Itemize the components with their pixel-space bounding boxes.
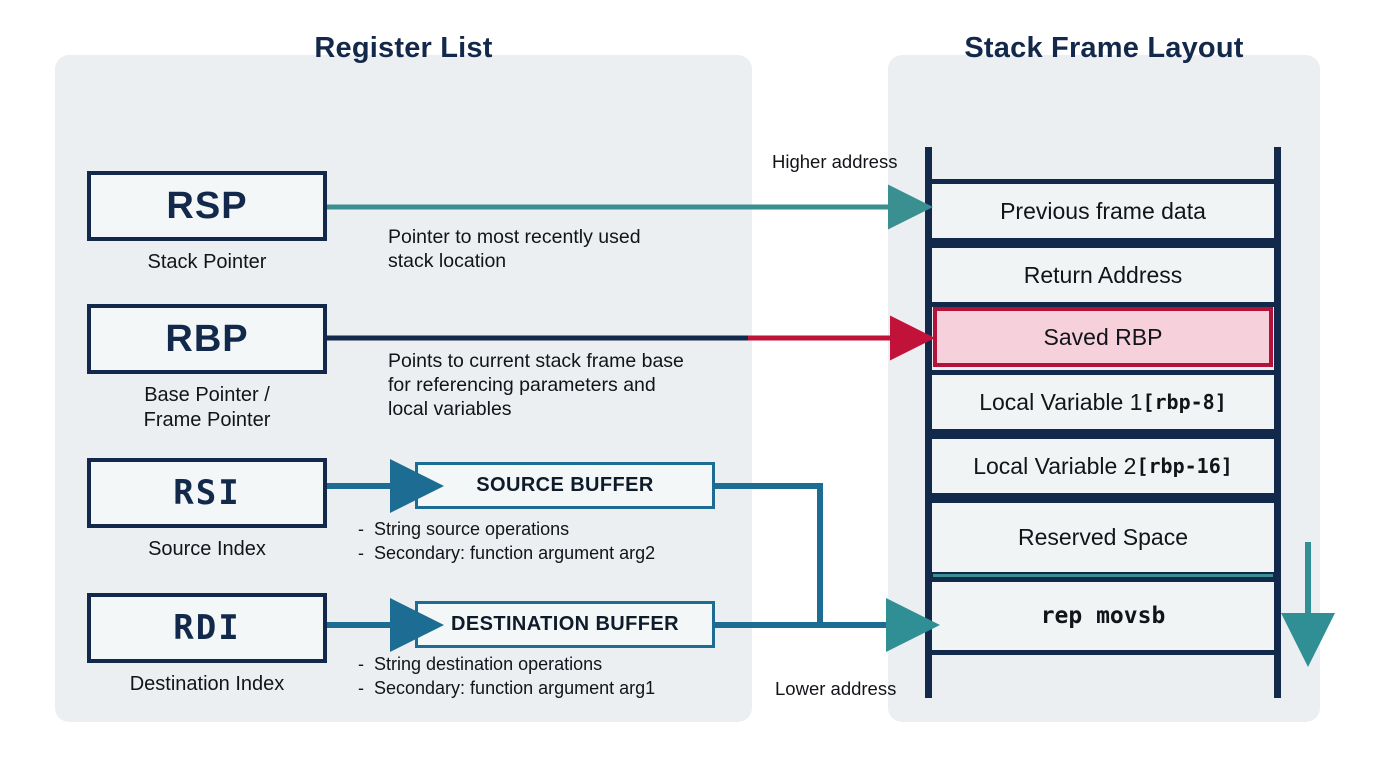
stack-slot-bottom-gap [932,655,1274,698]
source-bullet-1: - String source operations [358,519,570,539]
stack-slot-local-variable-1[interactable]: Local Variable 1 [rbp-8] [932,370,1274,434]
source-buffer-box[interactable]: SOURCE BUFFER [415,462,715,509]
stack-slot-offset: [rbp-16] [1136,454,1233,478]
stack-slot-label: Reserved Space [1017,524,1189,550]
stack-slot-offset: [rbp-8] [1142,390,1227,414]
destination-bullet-1: - String destination operations [358,654,603,674]
destination-buffer-box[interactable]: DESTINATION BUFFER [415,601,715,648]
stack-slot-label: Previous frame data [1000,197,1206,224]
stack-slot-saved-rbp[interactable]: Saved RBP [933,307,1273,367]
register-box-rdi[interactable]: RDI [87,593,327,663]
source-bullet-2: - Secondary: function argument arg2 [358,543,656,564]
register-box-rsi[interactable]: RSI [87,458,327,528]
stack-slot-return-address[interactable]: Return Address [932,243,1274,307]
stack-frame-title: Stack Frame Layout [964,32,1244,64]
stack-slot-label: Return Address [1023,261,1183,288]
register-name-rdi: RDI [173,608,241,648]
register-description-rsp: Pointer to most recently used stack loca… [388,226,641,272]
stack-slot-reserved-space[interactable]: Reserved Space [932,498,1274,577]
register-caption-rbp: Base Pointer / Frame Pointer [143,384,271,431]
stack-slot-previous-frame-data[interactable]: Previous frame data [932,179,1274,243]
stack-rail-left [925,147,932,698]
source-buffer-bullets: - String source operations - Secondary: … [358,517,655,566]
register-name-rsi: RSI [173,473,241,513]
stack-slot-label: Saved RBP [1043,323,1163,350]
stack-rail-right [1274,147,1281,698]
stack-slot-label: rep movsb [1040,603,1166,629]
register-box-rsp[interactable]: RSP [87,171,327,241]
destination-bullet-2: - Secondary: function argument arg1 [358,678,656,699]
register-caption-rdi: Destination Index [129,673,285,695]
register-box-rbp[interactable]: RBP [87,304,327,374]
destination-buffer-label: DESTINATION BUFFER [451,613,679,635]
register-name-rbp: RBP [165,317,249,360]
register-description-rbp: Points to current stack frame base for r… [388,350,684,420]
register-name-rsp: RSP [166,184,248,227]
register-caption-rsi: Source Index [148,538,266,560]
stack-slot-top-gap [932,147,1274,179]
stack-slot-label: Local Variable 2 [973,452,1137,479]
source-buffer-label: SOURCE BUFFER [476,474,654,496]
higher-address-label: Higher address [772,151,898,172]
destination-buffer-bullets: - String destination operations - Second… [358,652,655,701]
stack-frame-table: Previous frame data Return Address Saved… [925,147,1281,698]
stack-slot-rep-movsb[interactable]: rep movsb [932,577,1274,655]
lower-address-label: Lower address [775,678,897,699]
register-caption-rsp: Stack Pointer [147,251,267,273]
register-list-title: Register List [314,32,493,64]
stack-slot-label: Local Variable 1 [979,388,1143,415]
stack-slot-local-variable-2[interactable]: Local Variable 2 [rbp-16] [932,434,1274,498]
